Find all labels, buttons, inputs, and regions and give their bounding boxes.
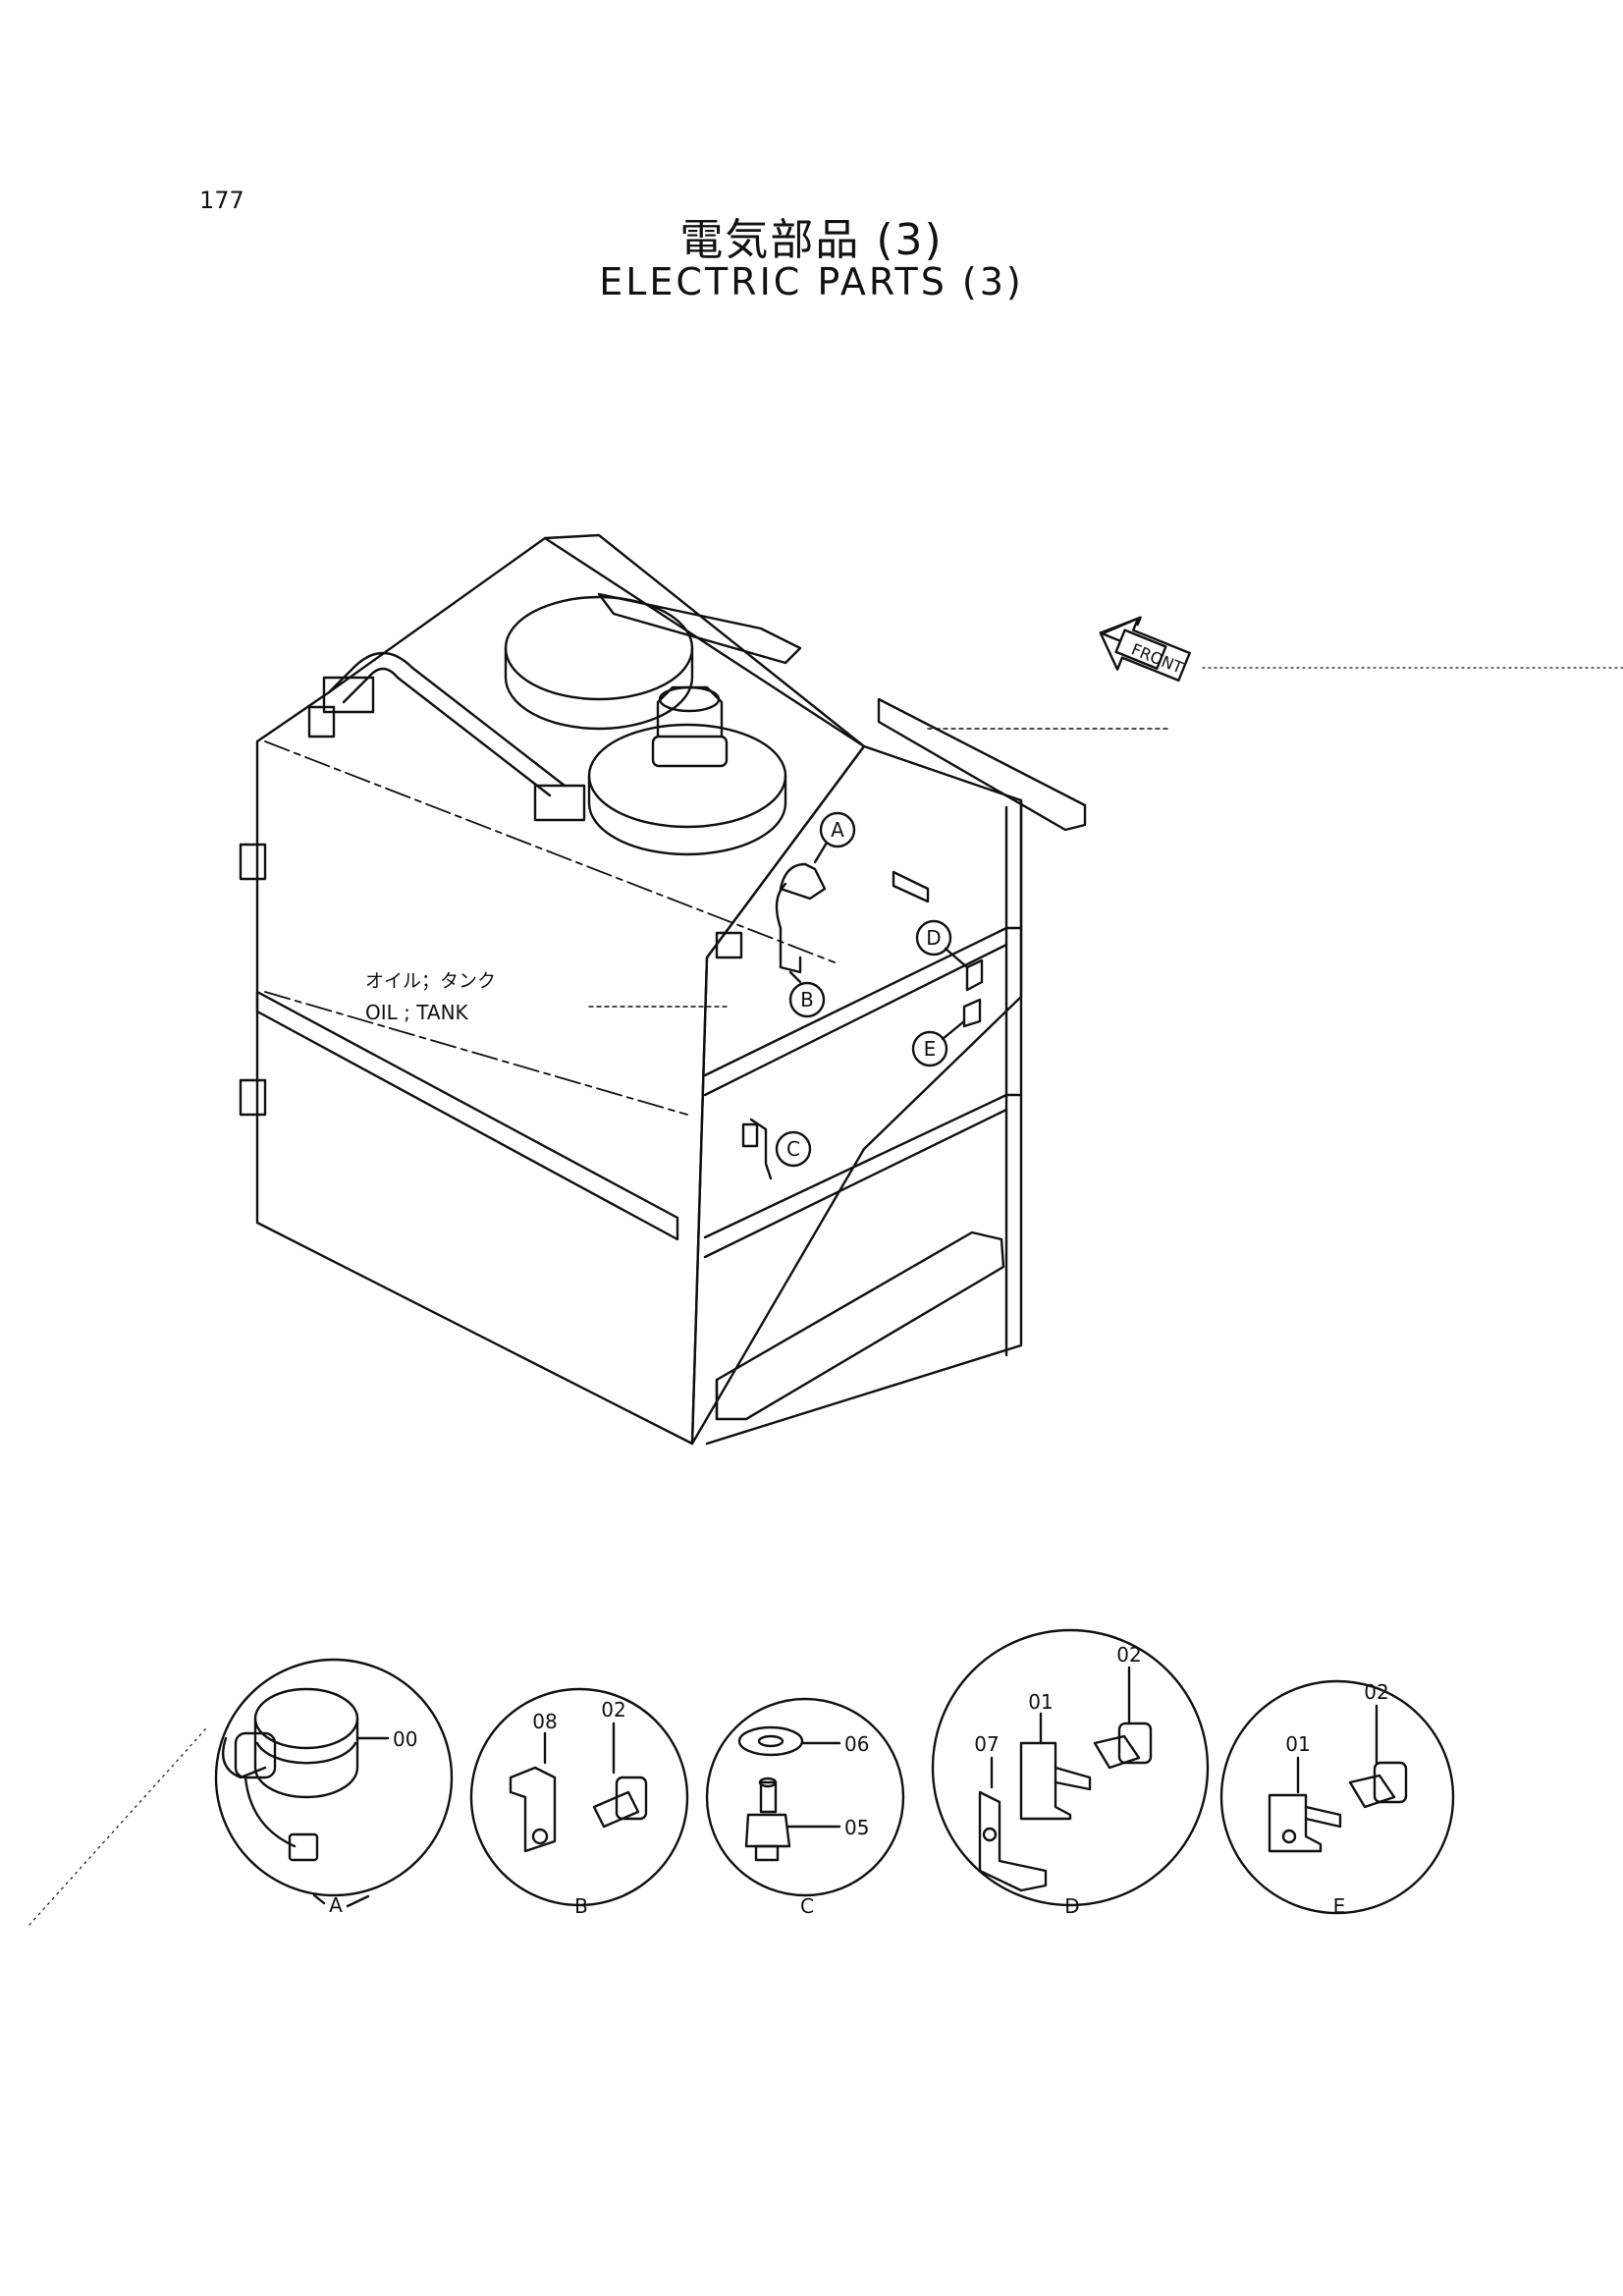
callout-b: B — [779, 926, 826, 1018]
tank-label-english: OIL ; TANK — [365, 1001, 469, 1024]
detail-d-part-02: 02 — [1116, 1643, 1141, 1667]
page-title-english: ELECTRIC PARTS (3) — [599, 260, 1024, 303]
detail-b-part-08: 08 — [532, 1710, 557, 1733]
detail-view-c: 06 05 C — [705, 1697, 905, 1918]
detail-d-letter: D — [1064, 1894, 1079, 1918]
svg-text:D: D — [926, 926, 941, 950]
front-direction-arrow: FRONT — [1099, 616, 1191, 683]
detail-a-part-00: 00 — [393, 1727, 417, 1751]
callout-c: C — [741, 1118, 812, 1180]
detail-e-part-02: 02 — [1364, 1680, 1388, 1704]
detail-d-part-07: 07 — [974, 1732, 999, 1756]
detail-c-part-06: 06 — [844, 1732, 869, 1756]
detail-e-letter: E — [1333, 1894, 1346, 1918]
detail-c-part-05: 05 — [844, 1816, 869, 1839]
detail-d-part-01: 01 — [1028, 1690, 1053, 1714]
tank-label-japanese: オイル；タンク — [365, 970, 496, 992]
detail-c-letter: C — [800, 1894, 814, 1918]
page-number: 177 — [199, 187, 244, 214]
detail-a-letter: A — [329, 1893, 343, 1917]
callout-e: E — [911, 998, 982, 1067]
detail-e-part-01: 01 — [1285, 1732, 1310, 1756]
detail-view-b: 08 02 B — [469, 1687, 689, 1918]
svg-text:E: E — [924, 1037, 937, 1061]
detail-view-d: 07 01 02 D — [931, 1628, 1210, 1918]
detail-b-part-02: 02 — [601, 1698, 625, 1722]
detail-view-a: 00 A — [214, 1658, 454, 1917]
svg-text:B: B — [800, 988, 814, 1011]
callout-d: D — [915, 919, 984, 992]
svg-text:C: C — [786, 1137, 800, 1161]
detail-b-letter: B — [574, 1894, 588, 1918]
detail-view-e: 01 02 E — [1219, 1679, 1455, 1918]
callout-a: A — [775, 811, 856, 930]
page-title-japanese: 電気部品 (3) — [679, 215, 944, 265]
svg-text:A: A — [831, 818, 844, 842]
oil-tank-drawing — [239, 533, 1623, 1446]
